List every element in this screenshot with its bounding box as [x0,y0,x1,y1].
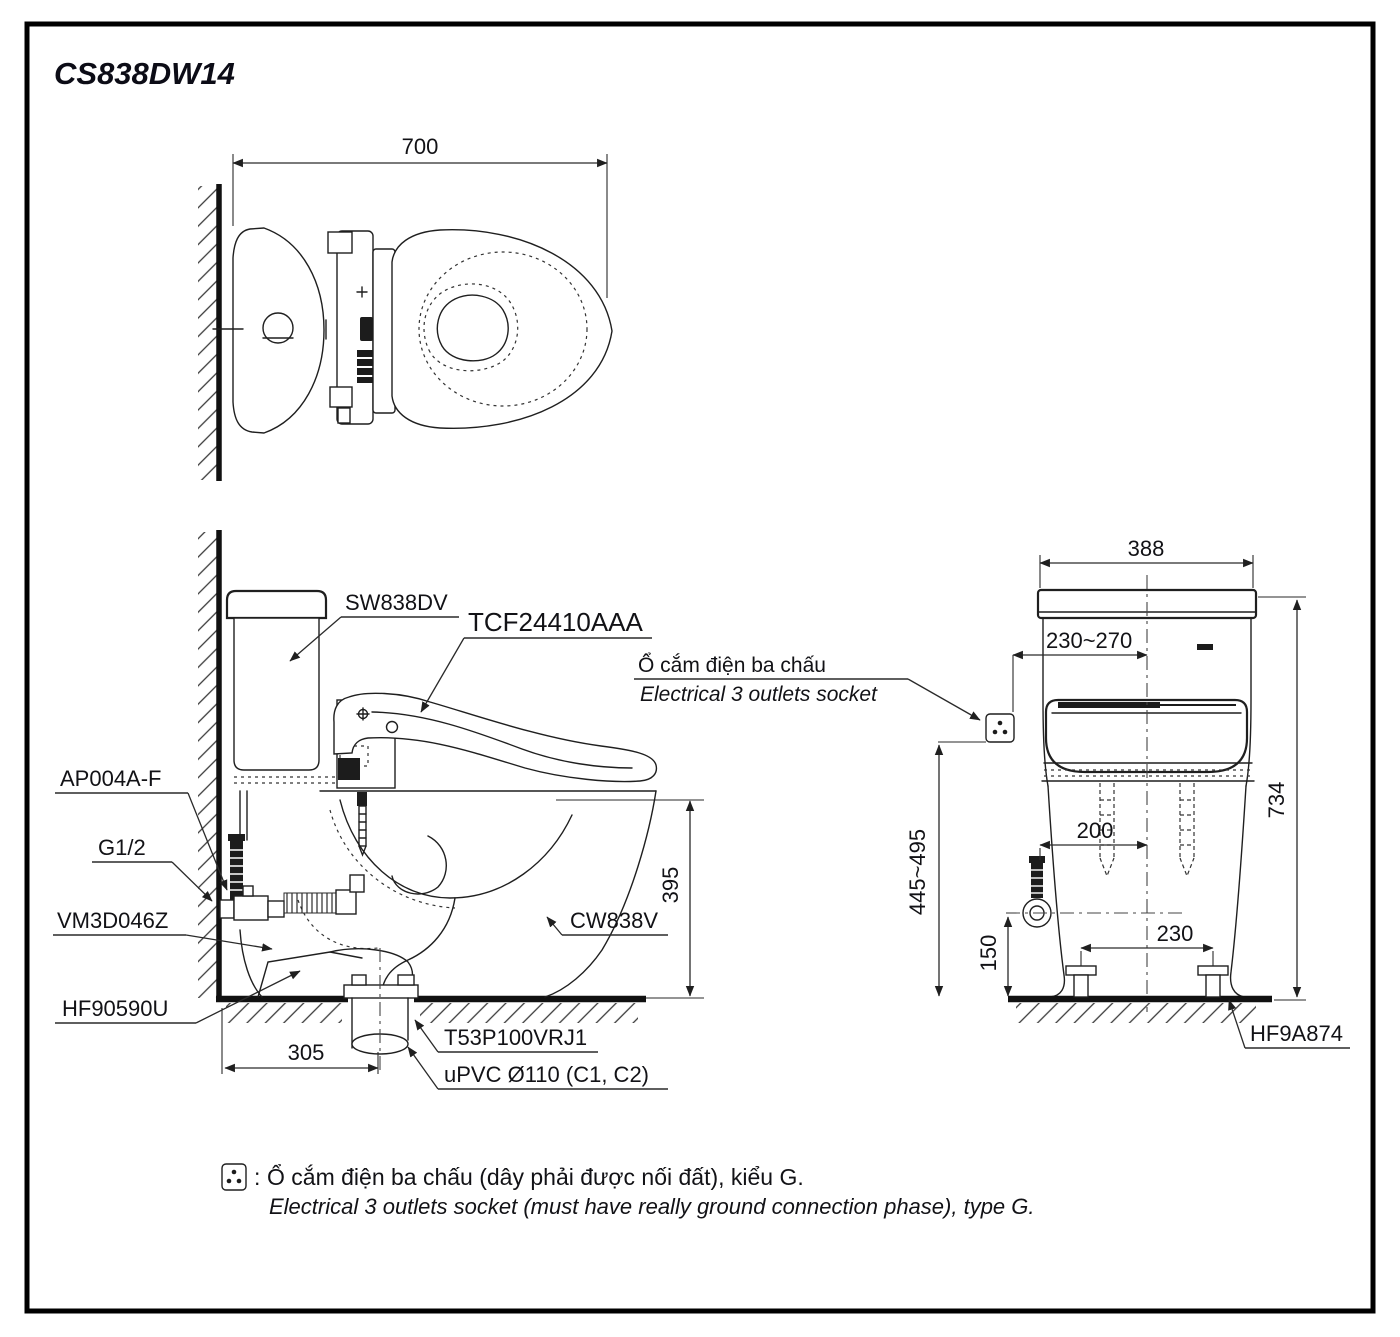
label-thread: G1/2 [98,835,146,860]
dim-388: 388 [1128,536,1165,561]
label-pipe: uPVC Ø110 (C1, C2) [444,1062,649,1087]
model-title: CS838DW14 [54,56,235,91]
dim-700: 700 [402,134,439,159]
bowl-opening-top [436,294,509,362]
flush-button [1197,644,1213,650]
socket-box [985,713,1015,743]
seat-bolts [1099,783,1195,878]
dim-230: 230 [1157,921,1194,946]
label-flange: T53P100VRJ1 [444,1025,587,1050]
socket-legend-icon [221,1163,247,1191]
side-view: 395 305 SW838DV TCF24410AAA Ổ cắm điện b… [53,530,981,1090]
floor-hatch-front [1016,1003,1256,1023]
dim-734: 734 [1264,782,1289,819]
label-seal: HF90590U [62,996,168,1021]
legend-colon: : [254,1164,260,1190]
dim-305: 305 [288,1040,325,1065]
cistern-lid-top [232,227,325,434]
label-cistern: SW838DV [345,590,448,615]
legend: : Ổ cắm điện ba chấu (dây phải được nối … [221,1163,1035,1219]
washlet-arm-side [333,692,658,783]
note-socket-en: Electrical 3 outlets socket [640,683,878,706]
stop-valve [233,895,269,921]
dim-395: 395 [658,867,683,904]
floor-flange [343,984,419,999]
wall-connection-nut [219,899,235,919]
dim-230-270: 230~270 [1046,628,1132,653]
cistern-side-left [1042,617,1049,787]
page-border [24,21,1376,1314]
pedestal-left [1047,785,1066,998]
cistern-body-side [233,617,320,771]
cistern-side-right [1245,617,1252,787]
control-button [360,317,373,341]
label-supply: AP004A-F [60,766,162,791]
floor-hatch [226,1003,342,1023]
note-socket-vi: Ổ cắm điện ba chấu [638,653,826,677]
floor-hatch [420,1003,638,1023]
wall-hatch-side [198,532,217,998]
dim-200: 200 [1077,818,1114,843]
seat-outline-top [391,229,613,430]
legend-line2: Electrical 3 outlets socket (must have r… [269,1194,1035,1219]
seat-clamp [338,758,360,780]
label-floor-flange: HF9A874 [1250,1021,1343,1046]
dim-445-495: 445~495 [905,829,930,915]
legend-line1: Ổ cắm điện ba chấu (dây phải được nối đấ… [267,1163,804,1190]
front-view: 388 [905,536,1350,1049]
pedestal-right [1229,785,1247,998]
washlet-front [1044,698,1249,774]
floor-bolts [1065,965,1229,998]
wall-hatch [198,186,217,480]
fixing-bolt [358,805,367,847]
dim-150: 150 [976,935,1001,972]
label-valve: VM3D046Z [57,908,168,933]
top-view: 700 [198,134,613,481]
label-washlet: TCF24410AAA [468,607,644,637]
supply-bolt-front [1031,862,1043,898]
button-grid [357,350,373,383]
supply-bolt [230,840,243,902]
flex-hose [283,892,337,914]
cistern-lid-side [225,589,328,620]
bowl-front-curve [544,790,657,998]
label-bowl: CW838V [570,908,658,933]
